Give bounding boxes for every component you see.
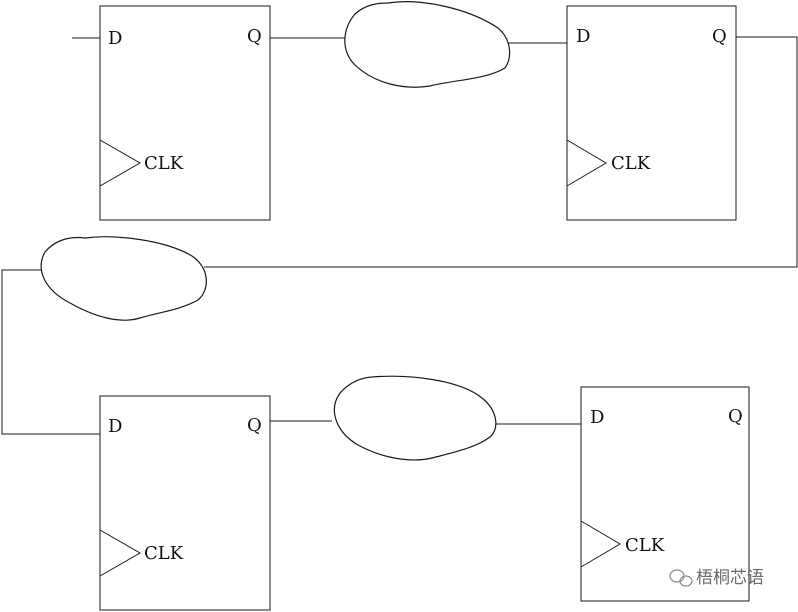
flip-flop-3: D Q CLK xyxy=(99,395,271,611)
clock-triangle-icon xyxy=(580,520,621,568)
flip-flop-body xyxy=(580,386,750,602)
flip-flop-2: D Q CLK xyxy=(566,5,737,221)
clock-triangle-icon xyxy=(99,139,142,187)
clk-pin-label: CLK xyxy=(144,543,184,564)
watermark-text: 梧桐芯语 xyxy=(696,568,764,588)
d-pin-label: D xyxy=(590,407,604,428)
wire-ff3-d xyxy=(1,269,100,435)
flip-flop-body xyxy=(566,5,737,221)
flip-flop-body xyxy=(99,395,271,611)
wechat-icon xyxy=(669,569,693,587)
clk-pin-label: CLK xyxy=(611,153,651,174)
combinational-logic-cloud xyxy=(40,236,207,321)
wire-ff2-q-feedback xyxy=(204,36,798,268)
flip-flop-1: D Q CLK xyxy=(99,5,271,221)
q-pin-label: Q xyxy=(712,26,727,47)
watermark: 梧桐芯语 xyxy=(669,568,764,588)
clk-pin-label: CLK xyxy=(625,535,665,556)
flip-flop-body xyxy=(99,5,271,221)
clock-triangle-icon xyxy=(99,529,142,577)
clock-triangle-icon xyxy=(566,139,607,187)
flip-flop-4: D Q CLK xyxy=(580,386,750,602)
q-pin-label: Q xyxy=(247,26,262,47)
d-pin-label: D xyxy=(108,28,122,49)
q-pin-label: Q xyxy=(247,415,262,436)
clk-pin-label: CLK xyxy=(144,153,184,174)
combinational-logic-cloud xyxy=(344,1,511,88)
combinational-logic-cloud xyxy=(333,375,497,461)
d-pin-label: D xyxy=(576,26,590,47)
d-pin-label: D xyxy=(108,416,122,437)
q-pin-label: Q xyxy=(728,406,743,427)
